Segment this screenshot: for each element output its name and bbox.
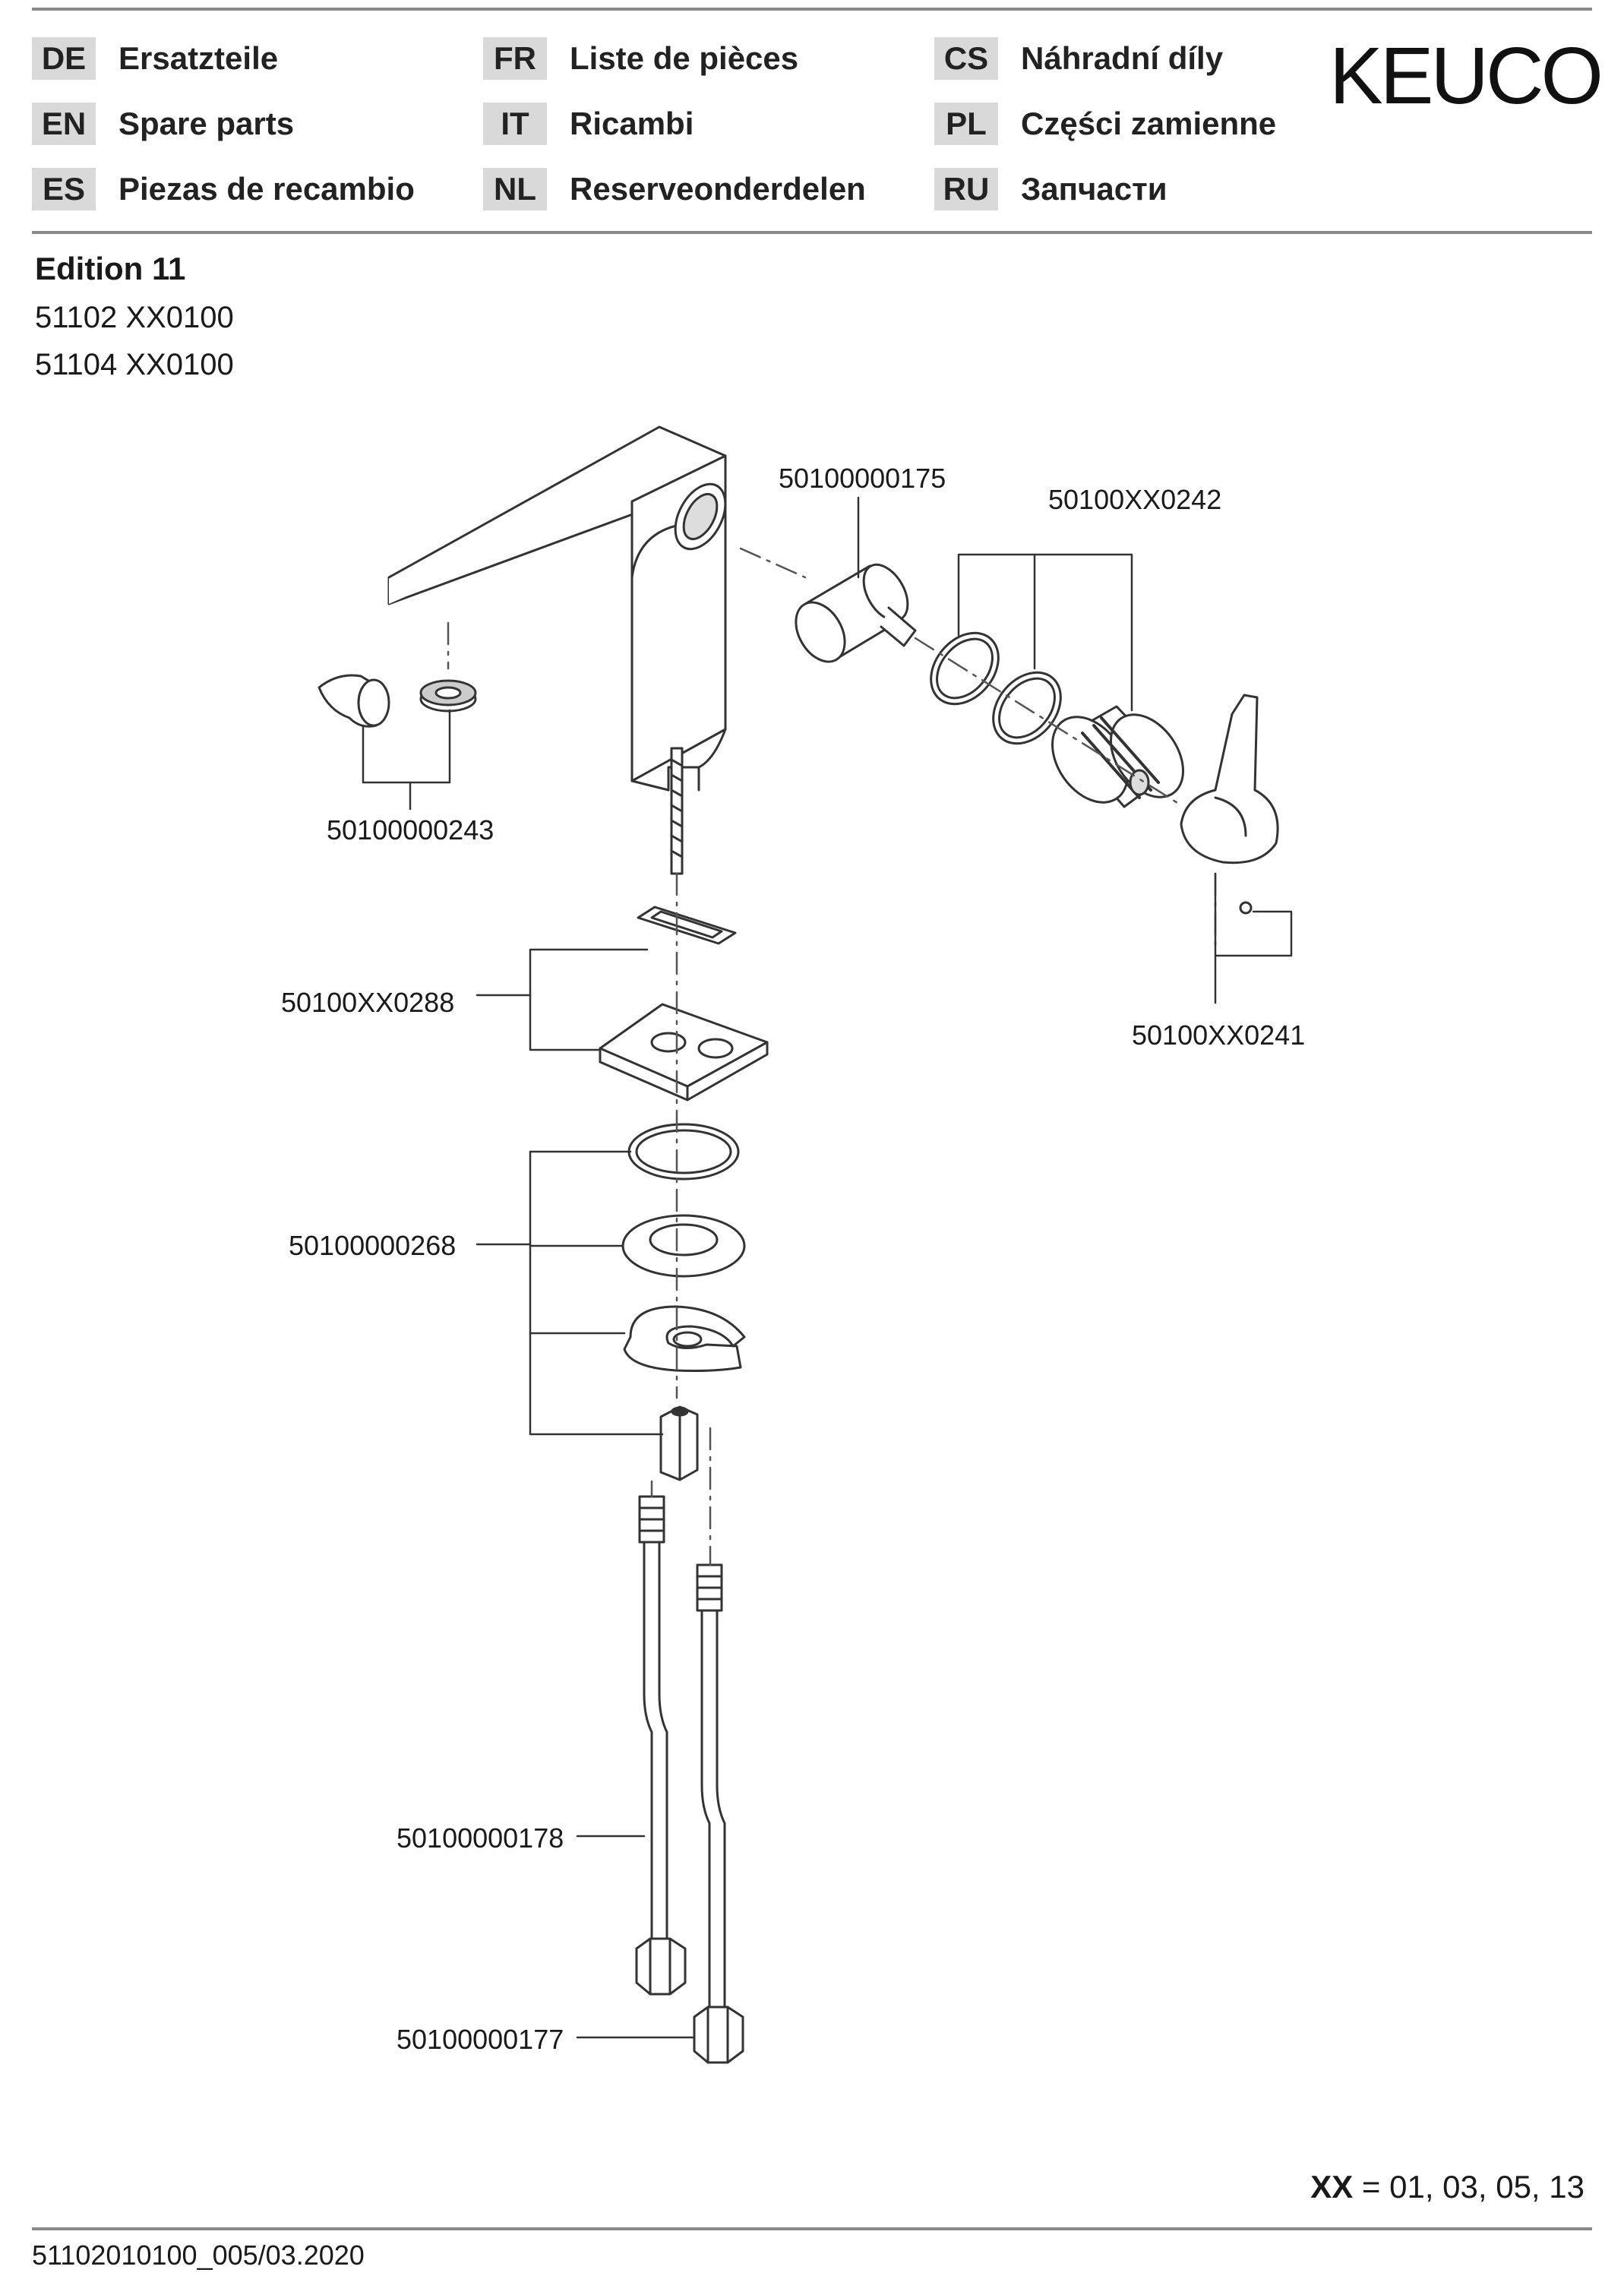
header-divider xyxy=(32,231,1592,234)
lang-code: IT xyxy=(483,103,547,145)
footer-rule xyxy=(32,2227,1592,2230)
lang-name: Spare parts xyxy=(118,106,295,141)
cartridge xyxy=(795,563,917,663)
base-plate xyxy=(599,1003,769,1102)
lang-pl: PL Części zamienne xyxy=(934,101,1276,147)
part-number-washers: 50100000268 xyxy=(289,1230,456,1261)
lang-name: Reserveonderdelen xyxy=(570,171,866,207)
lang-name: Części zamienne xyxy=(1021,106,1277,141)
lang-es: ES Piezas de recambio xyxy=(32,166,415,212)
lang-code: PL xyxy=(934,103,998,145)
product-edition: Edition 11 xyxy=(35,251,186,286)
brand-logo: KEUCO xyxy=(1329,31,1603,121)
threaded-rod xyxy=(670,747,684,875)
o-ring xyxy=(930,631,1000,706)
washer-flat xyxy=(621,1214,746,1278)
variant-values: 01, 03, 05, 13 xyxy=(1389,2169,1585,2205)
o-ring xyxy=(998,677,1056,739)
lang-code: EN xyxy=(32,103,96,145)
part-number-hose-nut: 50100000177 xyxy=(397,2024,564,2055)
lang-name: Piezas de recambio xyxy=(118,171,415,207)
lang-name: Náhradní díly xyxy=(1021,40,1224,76)
o-ring xyxy=(936,637,994,700)
lang-it: IT Ricambi xyxy=(483,101,694,147)
variant-equals: = xyxy=(1361,2169,1381,2205)
lang-name: Ersatzteile xyxy=(118,40,279,76)
assembly-axes xyxy=(447,547,1217,1566)
lang-code: DE xyxy=(32,37,96,80)
lang-name: Запчасти xyxy=(1021,171,1167,207)
top-rule xyxy=(32,8,1592,11)
lang-code: CS xyxy=(934,37,998,80)
lang-cs: CS Náhradní díly xyxy=(934,36,1223,81)
lang-code: RU xyxy=(934,168,998,210)
lang-nl: NL Reserveonderdelen xyxy=(483,166,866,212)
part-number-aerator: 50100000243 xyxy=(327,814,494,846)
variant-key: XX xyxy=(1310,2169,1354,2205)
leader-lines xyxy=(362,496,1293,2039)
aerator-cap xyxy=(318,674,390,728)
lang-de: DE Ersatzteile xyxy=(32,36,278,81)
lever-handle xyxy=(1180,694,1279,915)
hex-nut xyxy=(659,1405,699,1481)
lang-fr: FR Liste de pièces xyxy=(483,36,798,81)
part-number-lever: 50100XX0241 xyxy=(1132,1019,1305,1051)
lang-en: EN Spare parts xyxy=(32,101,294,147)
variant-note: XX = 01, 03, 05, 13 xyxy=(1310,2169,1585,2205)
lang-code: FR xyxy=(483,37,547,80)
part-number-hose: 50100000178 xyxy=(397,1822,564,1854)
lang-name: Liste de pièces xyxy=(570,40,799,76)
part-number-cartridge: 50100000175 xyxy=(779,463,946,494)
document-number: 51102010100_005/03.2020 xyxy=(32,2239,365,2271)
cartridge-sleeve xyxy=(1051,705,1185,808)
faucet-body xyxy=(387,425,727,792)
lang-ru: RU Запчасти xyxy=(934,166,1167,212)
supply-hose-long xyxy=(693,1563,744,2064)
lang-name: Ricambi xyxy=(570,106,694,141)
model-number: 51104 XX0100 xyxy=(35,348,234,381)
washer-ring xyxy=(627,1123,740,1181)
o-ring xyxy=(992,671,1062,745)
model-number: 51102 XX0100 xyxy=(35,301,234,334)
part-number-gasket-plate: 50100XX0288 xyxy=(281,987,454,1018)
supply-hose-short xyxy=(635,1495,687,1996)
aerator-insert xyxy=(419,679,477,713)
lang-code: ES xyxy=(32,168,96,210)
base-gasket xyxy=(637,906,737,945)
horseshoe-plate xyxy=(623,1305,746,1372)
part-number-o-rings: 50100XX0242 xyxy=(1048,484,1221,515)
lang-code: NL xyxy=(483,168,547,210)
